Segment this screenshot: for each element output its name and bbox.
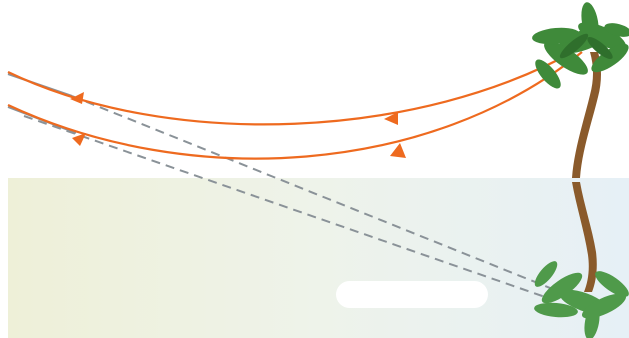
hot-ground [8,178,629,338]
sky [0,0,629,178]
label-box [336,281,488,308]
